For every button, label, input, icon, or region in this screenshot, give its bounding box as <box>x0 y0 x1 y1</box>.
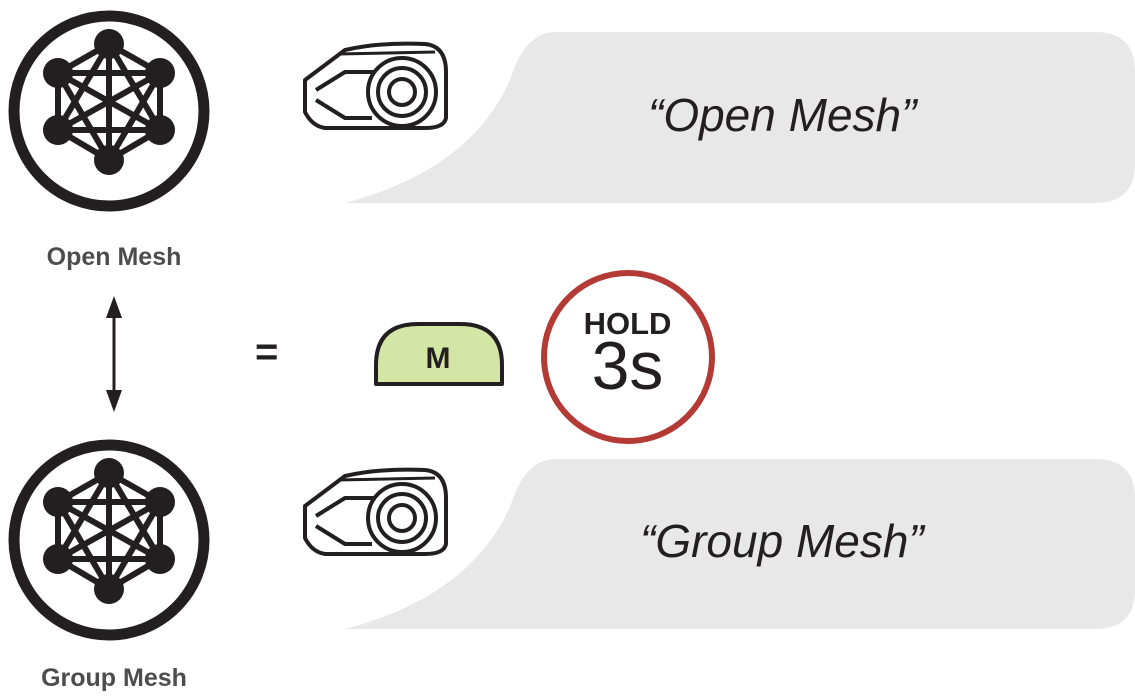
open-mesh-icon <box>14 16 204 206</box>
open-mesh-announcement: “Open Mesh” <box>648 88 916 142</box>
group-mesh-label: Group Mesh <box>0 664 228 693</box>
m-button-label: M <box>374 342 502 376</box>
headset-device-icon <box>305 470 446 554</box>
group-mesh-icon <box>14 445 204 635</box>
equals-sign: = <box>255 330 278 375</box>
open-mesh-label: Open Mesh <box>0 243 228 272</box>
headset-device-icon <box>305 44 446 128</box>
double-arrow-icon <box>106 296 122 412</box>
group-mesh-announcement: “Group Mesh” <box>640 514 924 568</box>
hold-duration: 3s <box>540 332 715 400</box>
